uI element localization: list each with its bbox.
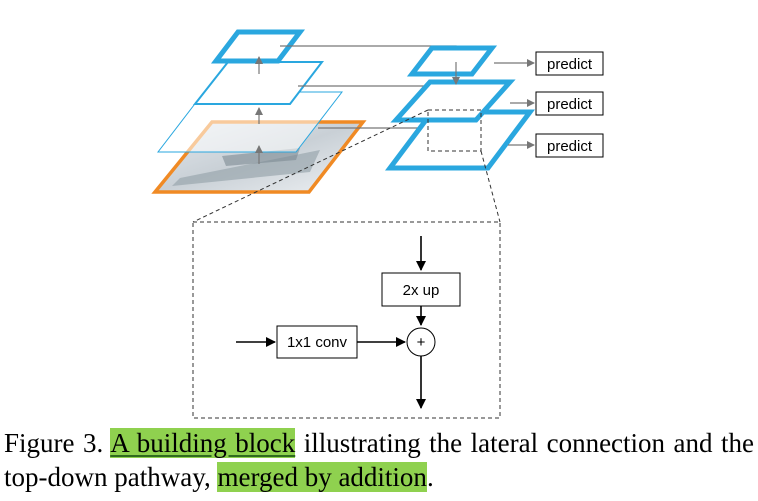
bottom-up-pyramid: [151, 29, 367, 194]
predict-box-3: predict: [535, 133, 604, 158]
zoom-source-box: [427, 109, 482, 152]
figure-caption: Figure 3. A building block illustrating …: [4, 426, 754, 494]
caption-suffix: .: [426, 462, 434, 492]
addition-symbol: +: [417, 334, 426, 351]
zoom-indicator: [192, 109, 501, 419]
caption-highlight-merged-by-addition: merged by addition: [217, 462, 427, 492]
upsample-label: 2x up: [403, 282, 440, 299]
feature-map-top: [406, 45, 498, 77]
feature-map-bottom: [385, 109, 535, 171]
pyramid-level-2: [192, 61, 325, 105]
pyramid-level-3: [210, 29, 306, 64]
lateral-conv-label: 1x1 conv: [287, 334, 348, 351]
feature-map-middle: [390, 79, 516, 123]
predict-label: predict: [547, 56, 593, 73]
building-block: 2x up + 1x1 conv: [236, 236, 461, 409]
predict-label: predict: [547, 138, 593, 155]
predict-box-1: predict: [535, 51, 604, 76]
building-block-frame: [192, 221, 501, 419]
upsample-box: [381, 272, 461, 307]
predict-box-2: predict: [535, 91, 604, 116]
fpn-diagram: predict predict predict 2x up + 1x1 conv: [151, 29, 604, 419]
prediction-heads: predict predict predict: [494, 51, 604, 158]
predict-label: predict: [547, 96, 593, 113]
caption-highlight-building-block: A building block: [110, 428, 296, 458]
caption-prefix: Figure 3.: [4, 428, 111, 458]
top-down-pyramid: [385, 45, 535, 171]
lateral-conv-box: [276, 325, 358, 359]
caption-middle: illustrating the lateral connection and …: [4, 428, 754, 492]
